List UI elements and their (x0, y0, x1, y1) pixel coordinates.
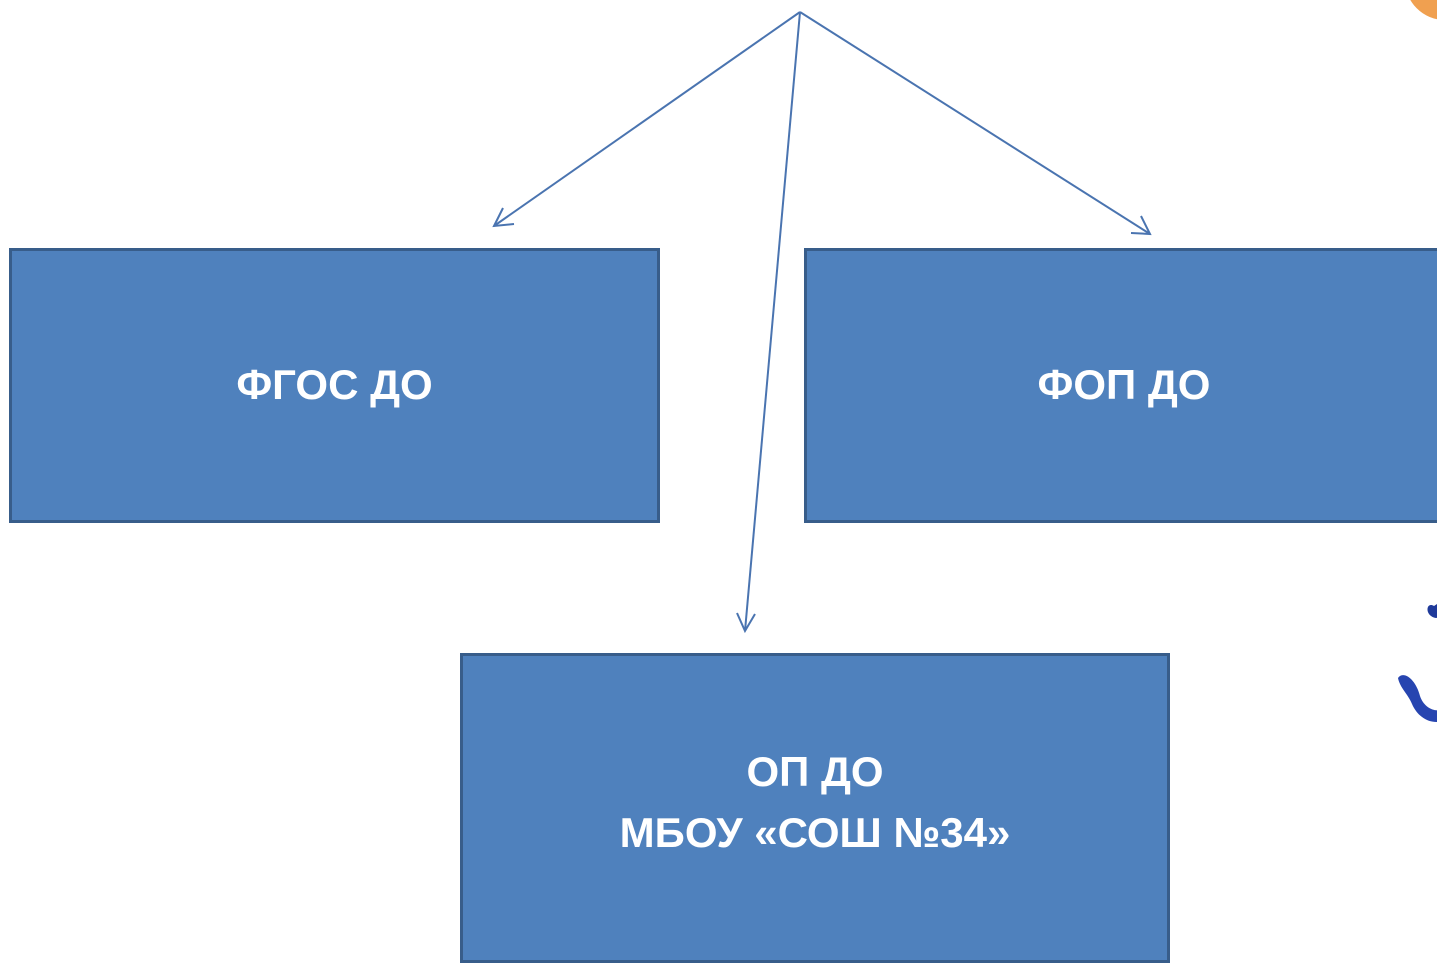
blue-figure-decoration (1398, 604, 1437, 722)
fop-do-box: ФОП ДО (804, 248, 1437, 523)
arrowhead-op (736, 612, 756, 634)
op-do-label: ОП ДО (746, 748, 884, 796)
arrow-to-fop (799, 11, 1151, 235)
fop-do-label: ФОП ДО (1037, 361, 1211, 409)
arrowhead-fop (1130, 215, 1152, 236)
arrow-to-fgos (493, 11, 801, 227)
arrowhead-fgos (492, 207, 515, 228)
fgos-do-label: ФГОС ДО (236, 361, 433, 409)
arrow-to-op (744, 11, 801, 632)
fgos-do-box: ФГОС ДО (9, 248, 660, 523)
op-do-box: ОП ДО МБОУ «СОШ №34» (460, 653, 1170, 963)
school-name-label: МБОУ «СОШ №34» (619, 809, 1011, 856)
